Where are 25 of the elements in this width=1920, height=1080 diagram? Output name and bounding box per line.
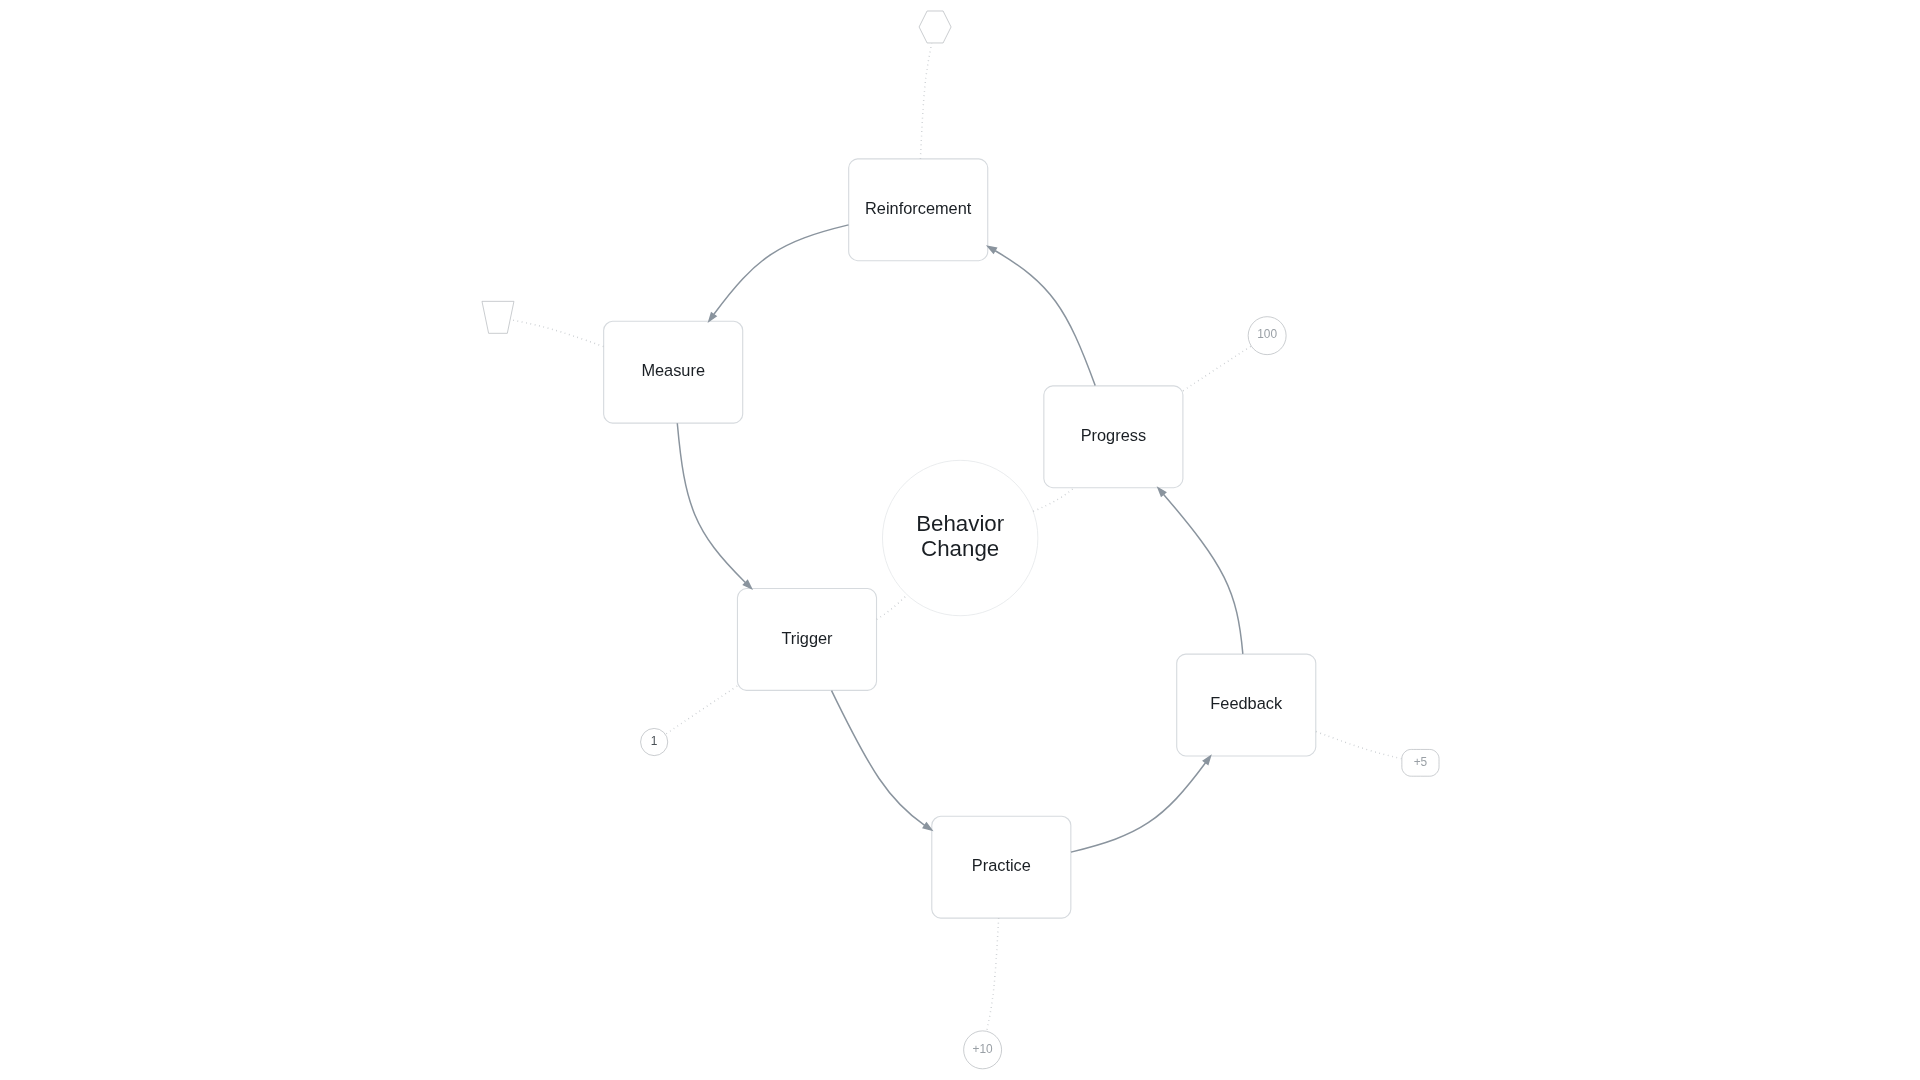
node-circle: 100 [1247, 316, 1286, 355]
node-box: Reinforcement [847, 158, 988, 262]
node-box: Feedback [1175, 653, 1316, 757]
node-circle: 1 [639, 728, 668, 756]
node-box: Practice [930, 815, 1071, 919]
arrow [985, 245, 1096, 387]
node-box: +5 [1401, 749, 1439, 777]
node-circle: +10 [962, 1030, 1002, 1070]
node-box: Progress [1042, 385, 1183, 489]
node-trophy [481, 301, 514, 334]
connector [1181, 345, 1252, 392]
connector [985, 917, 999, 1032]
node-box: Measure [602, 320, 743, 424]
node-hexagon [918, 10, 951, 44]
node-box: Trigger [736, 587, 877, 691]
connector [875, 594, 908, 621]
connector [664, 685, 738, 735]
arrow [707, 224, 849, 323]
arrow [830, 689, 934, 832]
connector [1032, 487, 1075, 513]
arrow [1069, 754, 1212, 853]
connector [1314, 730, 1403, 760]
arrow [1156, 486, 1244, 655]
node-circle: Behavior Change [881, 459, 1038, 617]
arrow [676, 422, 753, 590]
